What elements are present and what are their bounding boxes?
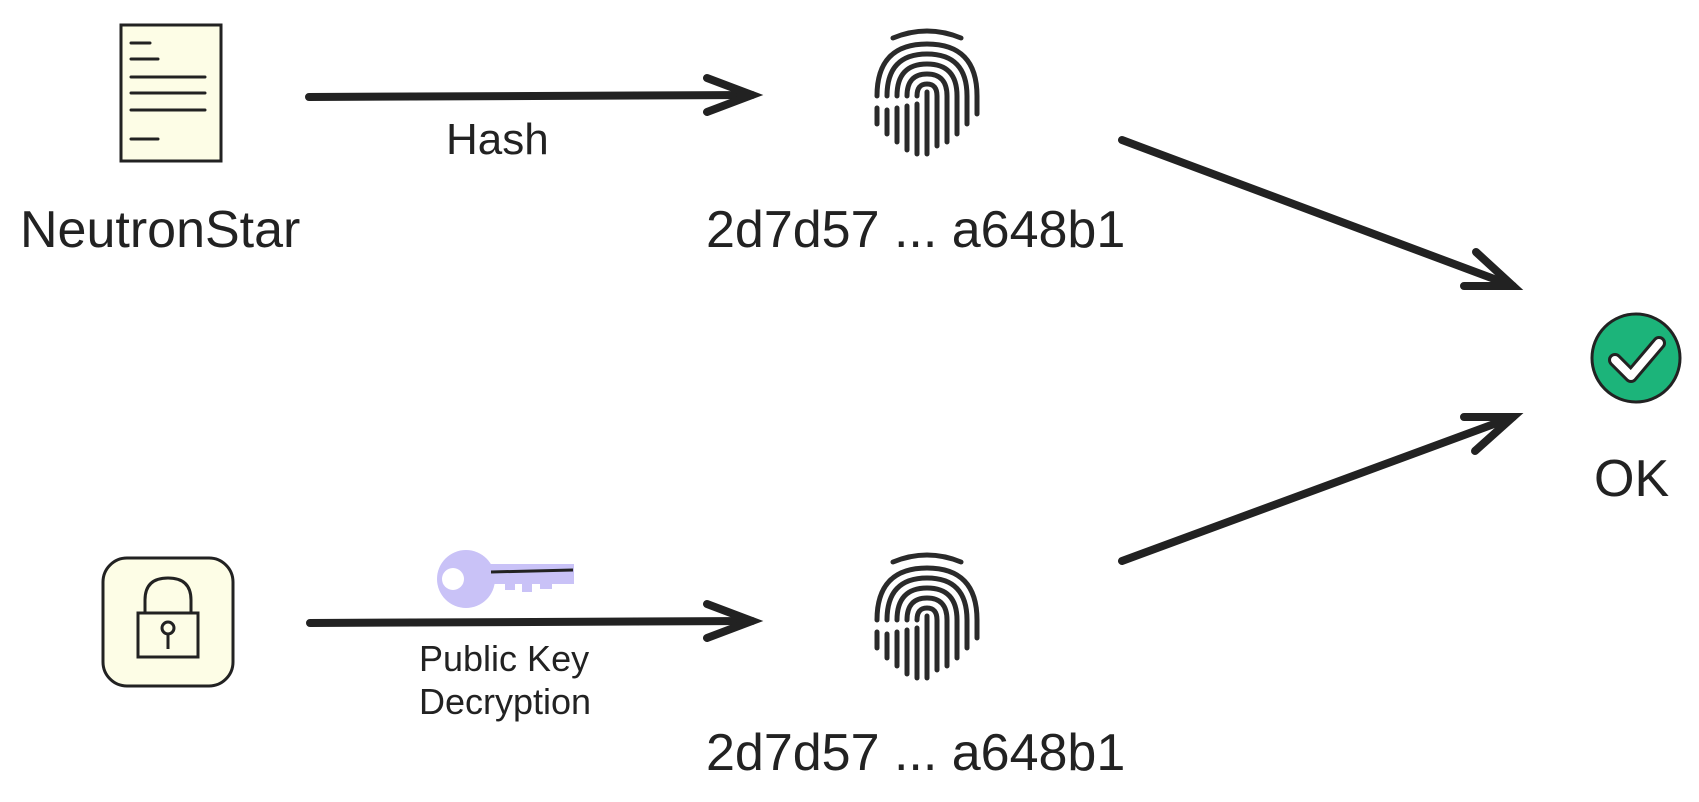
arrow-to-result-bottom — [1118, 413, 1524, 565]
fingerprint-icon — [877, 555, 977, 678]
decryption-arrow — [306, 600, 764, 642]
hash-label: Hash — [446, 115, 549, 164]
document-icon — [119, 23, 223, 163]
document-name: NeutronStar — [20, 201, 301, 259]
decryption-label-line2: Decryption — [419, 681, 592, 722]
decryption-label-line1: Public Key — [419, 638, 590, 679]
key-icon — [437, 550, 574, 608]
arrow-to-result-top — [1118, 136, 1524, 290]
bottom-hash-value: 2d7d57 ... a648b1 — [706, 724, 1126, 782]
fingerprint-icon — [877, 31, 977, 154]
result-label: OK — [1594, 450, 1670, 508]
lock-icon — [101, 556, 235, 688]
top-hash-value: 2d7d57 ... a648b1 — [706, 201, 1126, 259]
hash-arrow — [305, 74, 764, 116]
ok-check-icon — [1590, 312, 1682, 404]
